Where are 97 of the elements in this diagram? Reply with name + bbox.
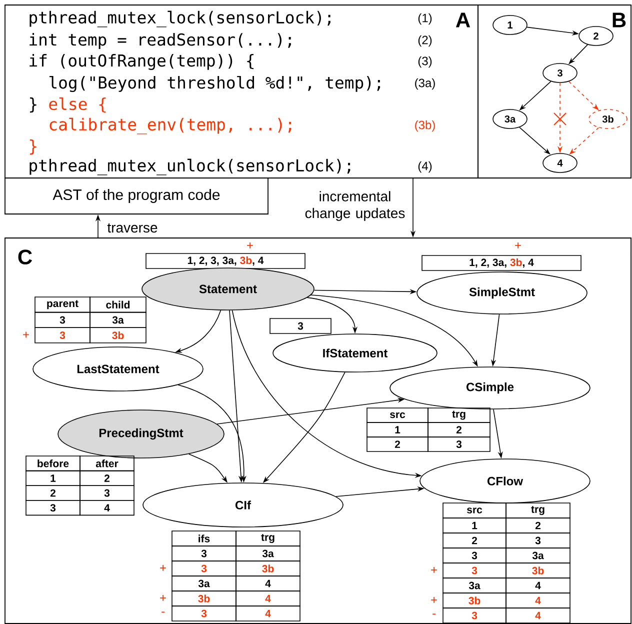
table-cell: 3a: [506, 548, 570, 564]
graph-node: 3a: [492, 109, 528, 129]
table-cell: 3b: [506, 562, 570, 578]
table-cell: 3a: [90, 312, 146, 328]
table-cell: 3: [172, 560, 236, 576]
code-line: calibrate_env(temp, ...);: [50, 118, 292, 134]
graph-node: 4: [542, 153, 578, 173]
panel-letter: B: [612, 12, 626, 28]
table-cell: 3: [442, 548, 506, 564]
code-panel: [4, 4, 478, 178]
code-line: }: [30, 97, 36, 113]
table-cell: 3: [34, 327, 90, 344]
table-cell: 3: [34, 312, 90, 328]
graph-node: 2: [578, 26, 614, 46]
ellipse-node: CIf: [142, 482, 344, 528]
ellipse-node: IfStatement: [272, 334, 438, 372]
line-number: (2): [418, 35, 432, 47]
change-mark: +: [515, 242, 521, 248]
table-cell: src: [366, 408, 428, 423]
graph-node: 1: [492, 15, 528, 35]
table-cell: 2: [366, 436, 428, 452]
table-cell: 3: [172, 546, 236, 562]
table-cell: 3: [172, 606, 236, 622]
graph-node: 3: [542, 63, 578, 83]
code-line: else {: [49, 97, 106, 113]
panel-letter: A: [456, 12, 470, 28]
table-cell: ifs: [172, 530, 236, 546]
value-box: 1, 2, 3a, 3b, 4: [422, 255, 582, 271]
table-cell: 3b: [172, 590, 236, 606]
code-line: pthread_mutex_unlock(sensorLock);: [30, 158, 350, 176]
table-cell: 3: [26, 500, 80, 516]
table-cell: 4: [236, 590, 300, 606]
table-cell: 4: [506, 592, 570, 608]
ellipse-node: CSimple: [390, 366, 590, 410]
change-mark: +: [431, 567, 437, 573]
table-cell: 3b: [442, 592, 506, 608]
table-cell: 4: [236, 576, 300, 592]
table-cell: 3: [442, 608, 506, 624]
table-cell: trg: [506, 502, 570, 518]
table-cell: 2: [442, 532, 506, 548]
code-line: if (outOfRange(temp)) {: [30, 54, 254, 70]
table-cell: 3: [80, 485, 134, 501]
panel-letter: C: [18, 250, 32, 264]
graph-node: 3b: [588, 109, 628, 129]
line-number: (3b): [415, 120, 435, 132]
text-box: AST of the program code: [4, 178, 268, 214]
ellipse-node: PrecedingStmt: [58, 410, 224, 458]
table-cell: 2: [26, 485, 80, 501]
change-mark: +: [160, 595, 166, 601]
table-cell: 3a: [442, 578, 506, 594]
table-cell: 4: [80, 500, 134, 516]
table-cell: child: [90, 296, 146, 313]
table-cell: trg: [236, 530, 300, 546]
table-cell: 3: [442, 562, 506, 578]
table-cell: 2: [506, 518, 570, 534]
table-cell: 4: [506, 578, 570, 594]
code-line: log("Beyond threshold %d!", temp);: [49, 76, 380, 92]
table-cell: before: [26, 456, 80, 472]
ellipse-node: LastStatement: [32, 346, 204, 392]
table-cell: 4: [236, 606, 300, 622]
edge-label: incremental change updates: [299, 190, 411, 222]
table-cell: 3b: [236, 560, 300, 576]
change-mark: -: [432, 614, 436, 615]
table-cell: trg: [428, 408, 490, 423]
code-line: }: [30, 139, 36, 155]
table-cell: 2: [80, 470, 134, 486]
table-cell: 1: [366, 422, 428, 438]
ellipse-node: SimpleStmt: [416, 272, 588, 314]
ellipse-node: CFlow: [420, 458, 590, 504]
code-line: pthread_mutex_lock(sensorLock);: [30, 10, 330, 28]
ellipse-node: Statement: [142, 268, 314, 310]
change-mark: +: [247, 242, 253, 248]
line-number: (4): [418, 161, 432, 173]
table-cell: 3: [428, 436, 490, 452]
table-cell: parent: [34, 296, 90, 313]
table-cell: 2: [428, 422, 490, 438]
diagram-panel: [4, 238, 632, 624]
change-mark: +: [160, 565, 166, 571]
table-cell: 3: [506, 532, 570, 548]
line-number: (1): [418, 13, 432, 25]
table-cell: 3b: [90, 327, 146, 344]
table-cell: src: [442, 502, 506, 518]
table-cell: 3a: [172, 576, 236, 592]
value-box: 3: [270, 318, 332, 334]
change-mark: +: [23, 332, 29, 338]
code-line: int temp = readSensor(...);: [30, 33, 291, 49]
table-cell: 3a: [236, 546, 300, 562]
line-number: (3a): [415, 78, 435, 90]
graph-panel: [478, 4, 632, 178]
table-cell: after: [80, 456, 134, 472]
change-mark: +: [431, 597, 437, 603]
table-cell: 4: [506, 608, 570, 624]
change-mark: -: [162, 612, 164, 613]
table-cell: 1: [26, 470, 80, 486]
line-number: (3): [418, 56, 432, 68]
edge-label: traverse: [106, 222, 159, 234]
table-cell: 1: [442, 518, 506, 534]
